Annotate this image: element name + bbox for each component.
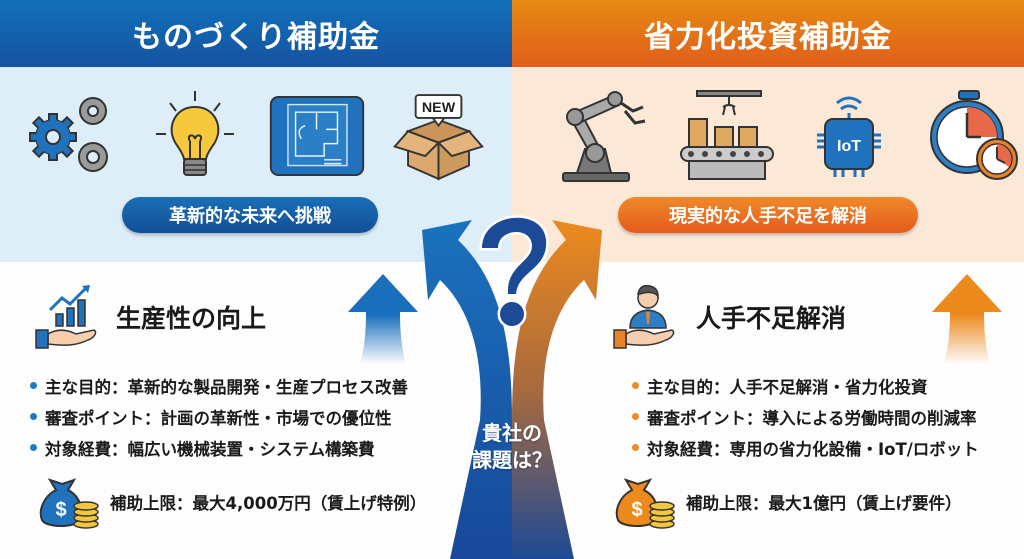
monozukuri-title: ものづくり補助金 [0,0,512,67]
feature-title: 人手不足解消 [696,304,847,333]
gears-icon [23,89,123,184]
money-bag-icon: $ [615,478,675,529]
bullet-item: 審査ポイント：導入による労働時間の削減率 [632,401,979,432]
bullet-item: 主な目的：人手不足解消・省力化投資 [632,370,979,401]
labor-shortage-feature: 人手不足解消 [612,282,846,352]
money-bag-icon: $ [39,478,99,529]
bullet-item: 審査ポイント：計画の革新性・市場での優位性 [30,401,408,432]
conveyor-icon [677,89,777,184]
iot-chip-icon: IoT [799,89,899,184]
monozukuri-bullets: 主な目的：革新的な製品開発・生産プロセス改善 審査ポイント：計画の革新性・市場で… [30,370,408,463]
robot-arm-icon [555,89,655,184]
hand-worker-icon [613,284,675,349]
shoryokuka-icon-band: IoT 現実的な人手不足を解消 [512,67,1024,262]
shoryokuka-tagline: 現実的な人手不足を解消 [618,197,918,233]
monozukuri-tagline: 革新的な未来へ挑戦 [122,197,378,233]
lightbulb-icon [145,89,245,184]
shoryokuka-panel: 省力化投資補助金 [512,0,1024,559]
feature-title: 生産性の向上 [116,304,267,333]
svg-text:$: $ [55,499,66,521]
new-box-icon: NEW [389,89,489,184]
up-arrow-icon [932,274,1002,364]
productivity-feature: 生産性の向上 [32,282,266,352]
cap-text: 補助上限：最大1億円（賃上げ要件） [686,494,962,513]
cap-text: 補助上限：最大4,000万円（賃上げ特例） [110,494,427,513]
shoryokuka-bullets: 主な目的：人手不足解消・省力化投資 審査ポイント：導入による労働時間の削減率 対… [632,370,979,463]
subsidy-cap: $ 補助上限：最大1億円（賃上げ要件） [612,474,961,530]
stopwatch-icon [921,89,1021,184]
blueprint-icon [267,89,367,184]
bullet-item: 主な目的：革新的な製品開発・生産プロセス改善 [30,370,408,401]
svg-text:NEW: NEW [422,100,456,116]
monozukuri-icon-band: NEW 革新的な未来へ挑戦 [0,67,512,262]
monozukuri-panel: ものづくり補助金 [0,0,512,530]
svg-text:IoT: IoT [837,138,861,155]
shoryokuka-title: 省力化投資補助金 [512,0,1024,67]
svg-text:$: $ [631,499,642,521]
subsidy-cap: $ 補助上限：最大4,000万円（賃上げ特例） [36,474,426,530]
up-arrow-icon [348,274,418,364]
bullet-item: 対象経費：幅広い機械装置・システム構築費 [30,432,408,463]
bullet-item: 対象経費：専用の省力化設備・IoT/ロボット [632,432,979,463]
hand-growth-chart-icon [35,285,97,349]
